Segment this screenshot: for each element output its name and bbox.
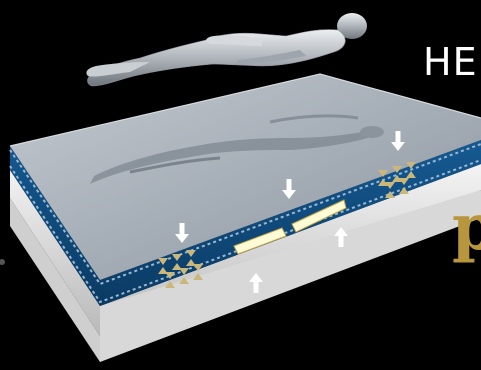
- heading-text-fragment: HE: [423, 40, 478, 84]
- gold-text-fragment: p: [452, 196, 481, 260]
